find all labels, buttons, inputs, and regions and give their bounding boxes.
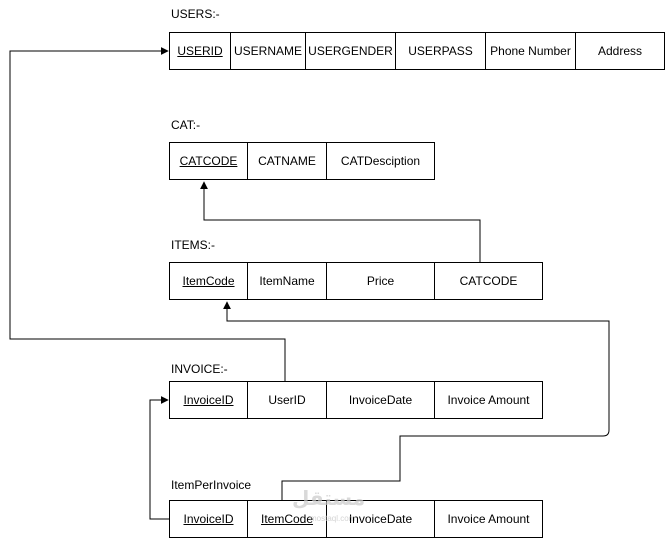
invoice-table-title: INVOICE:- — [171, 362, 228, 376]
users-address-cell[interactable]: Address — [597, 44, 643, 58]
cat-catdescription-cell[interactable]: CATDesciption — [340, 154, 421, 168]
items-price-cell[interactable]: Price — [327, 263, 435, 299]
itemperinvoice-table[interactable]: InvoiceID ItemCode InvoiceDate Invoice A… — [169, 500, 543, 538]
items-catcode-to-cat-line — [200, 181, 481, 262]
users-userid-cell[interactable]: USERID — [170, 33, 231, 69]
invoice-amount-cell[interactable]: Invoice Amount — [447, 393, 530, 407]
users-table[interactable]: USERID USERNAME USERGENDER USERPASS Phon… — [169, 32, 665, 70]
cat-catname-cell[interactable]: CATNAME — [248, 143, 327, 179]
cat-catcode-cell[interactable]: CATCODE — [170, 143, 248, 179]
invoice-invoiceid-cell[interactable]: InvoiceID — [170, 382, 248, 418]
users-usergender-cell[interactable]: USERGENDER — [306, 33, 396, 69]
users-table-title: USERS:- — [171, 7, 220, 21]
invoice-userid-cell[interactable]: UserID — [248, 382, 327, 418]
items-itemname-cell[interactable]: ItemName — [248, 263, 327, 299]
invoice-userid-to-users-line — [9, 47, 286, 382]
items-catcode-cell[interactable]: CATCODE — [459, 274, 518, 288]
users-username-cell[interactable]: USERNAME — [231, 33, 306, 69]
cat-table-title: CAT:- — [171, 118, 201, 132]
itemperinvoice-table-title: ItemPerInvoice — [171, 478, 252, 492]
users-phone-number-cell[interactable]: Phone Number — [486, 33, 576, 69]
cat-table[interactable]: CATCODE CATNAME CATDesciption — [169, 142, 435, 180]
items-itemcode-cell[interactable]: ItemCode — [170, 263, 248, 299]
watermark-logo: مستقل — [292, 488, 366, 510]
itemperinvoice-amount-cell[interactable]: Invoice Amount — [447, 512, 530, 526]
watermark-subtext: mostaql.com — [310, 514, 356, 523]
users-userpass-cell[interactable]: USERPASS — [396, 33, 486, 69]
itemperinvoice-invoicedate-cell[interactable]: InvoiceDate — [327, 501, 435, 537]
invoice-invoicedate-cell[interactable]: InvoiceDate — [327, 382, 435, 418]
items-table-title: ITEMS:- — [171, 238, 215, 252]
itemperinvoice-itemcode-cell[interactable]: ItemCode — [248, 501, 327, 537]
invoice-table[interactable]: InvoiceID UserID InvoiceDate Invoice Amo… — [169, 381, 543, 419]
itemperinvoice-invoiceid-cell[interactable]: InvoiceID — [170, 501, 248, 537]
items-table[interactable]: ItemCode ItemName Price CATCODE — [169, 262, 543, 300]
itemperinvoice-invoiceid-to-invoice-line — [149, 396, 170, 520]
